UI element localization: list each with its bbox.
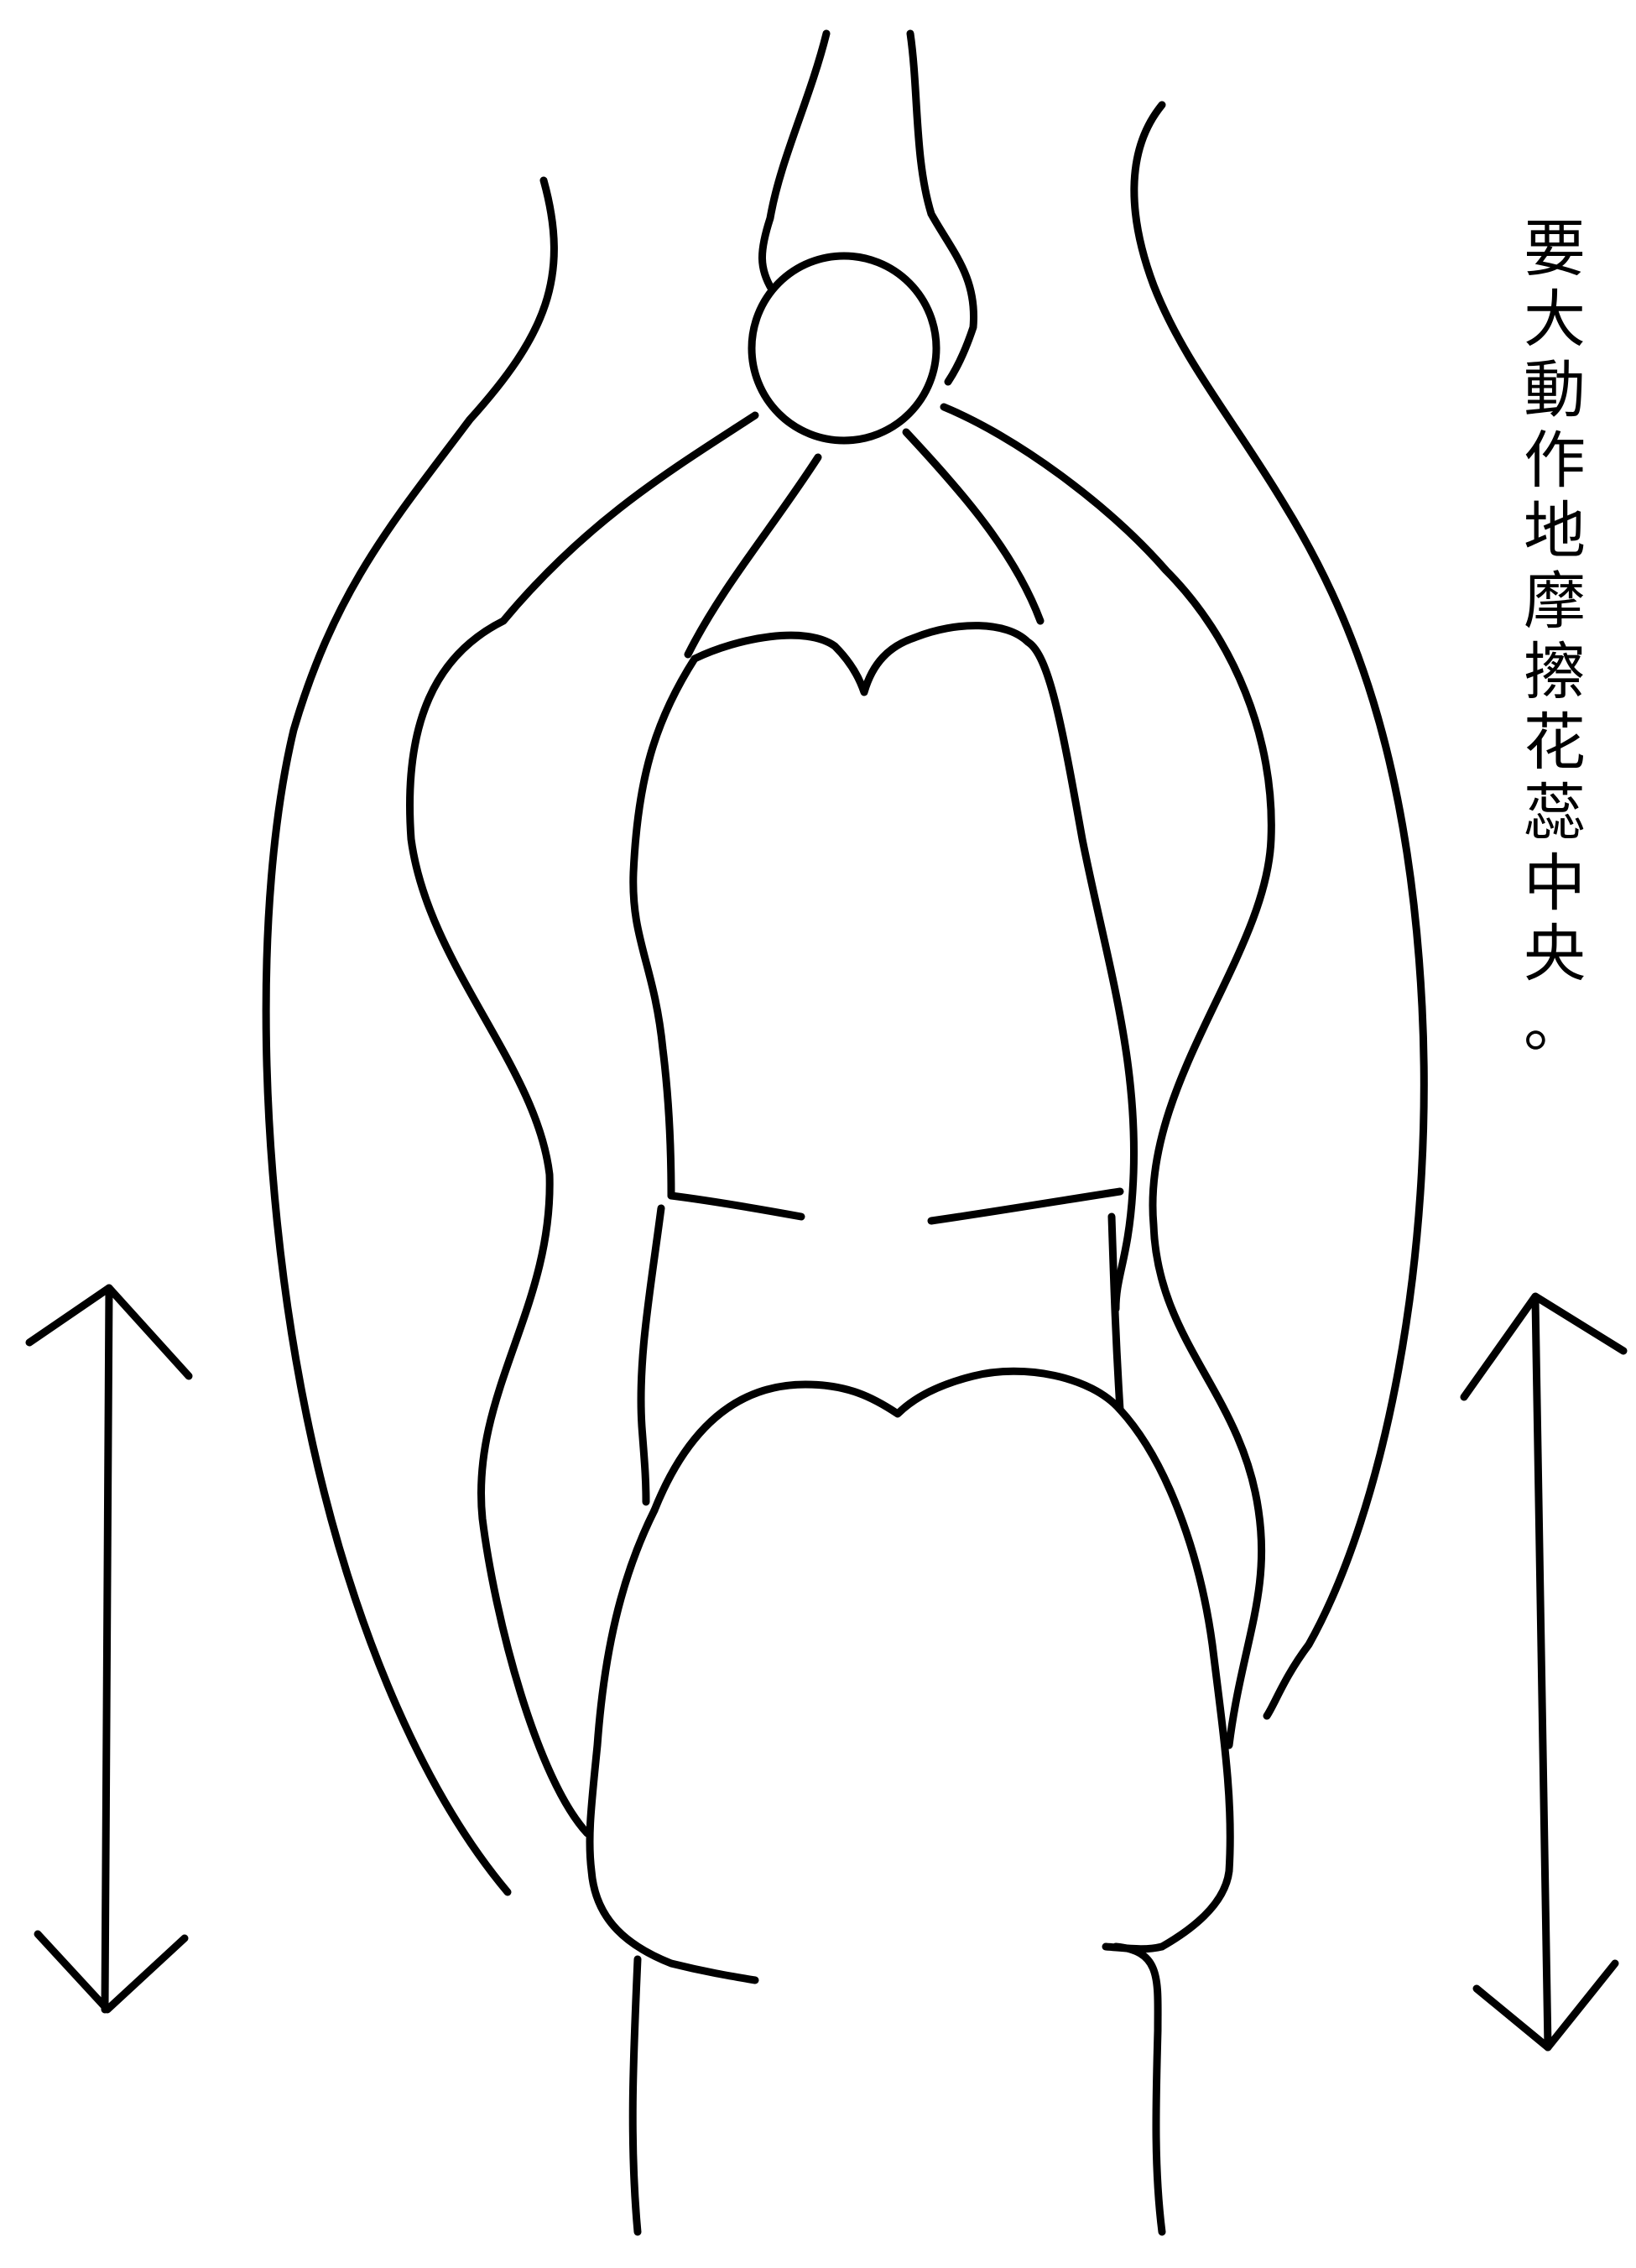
left-lip-upper — [406, 411, 759, 1838]
right-outer-arc — [1130, 101, 1428, 1720]
caption-vertical: 要 大 動 作 地 摩 擦 花 蕊 中 央 。 — [1517, 214, 1592, 1060]
caption-char: 動 — [1524, 354, 1586, 426]
right-arrow-shaft — [1531, 1296, 1552, 2052]
right-lip-upper — [940, 403, 1275, 1749]
caption-char: 要 — [1524, 213, 1586, 285]
upper-inner-left — [629, 654, 699, 1200]
caption-char: 作 — [1524, 425, 1586, 497]
left-outer-arc — [262, 176, 558, 1896]
hood-right — [902, 428, 1045, 625]
left-top-strand — [758, 29, 831, 294]
right-stem — [1112, 1942, 1166, 2236]
caption-char: 擦 — [1524, 636, 1586, 708]
caption-char: 摩 — [1524, 566, 1586, 638]
hood-left — [684, 453, 822, 659]
waist-left — [667, 1191, 805, 1221]
left-stem — [628, 1955, 642, 2236]
right-stem-short — [1102, 1942, 1166, 1953]
left-arrow-shaft — [101, 1284, 113, 2014]
caption-char: 花 — [1524, 706, 1586, 779]
caption-char: 地 — [1524, 495, 1586, 567]
lower-inner-left — [586, 1506, 759, 1984]
waist-right — [927, 1187, 1124, 1225]
waist-left-vertical — [637, 1204, 665, 1506]
lower-inner-top — [650, 1367, 1234, 1951]
left-arrow-head-top — [25, 1284, 193, 1380]
caption-char: 大 — [1524, 284, 1586, 356]
caption-char: 中 — [1524, 847, 1586, 920]
upper-inner-shape — [690, 622, 1138, 1313]
left-arrow-head-bottom — [34, 1930, 189, 2014]
right-top-strand — [906, 29, 978, 386]
caption-char: 蕊 — [1524, 777, 1586, 849]
right-arrow-head-top — [1460, 1292, 1628, 1401]
caption-char: 。 — [1524, 988, 1586, 1061]
waist-right-vertical — [1107, 1212, 1124, 1414]
right-arrow-head-bottom — [1472, 1959, 1619, 2052]
bud-circle — [748, 252, 940, 445]
caption-char: 央 — [1524, 918, 1586, 990]
